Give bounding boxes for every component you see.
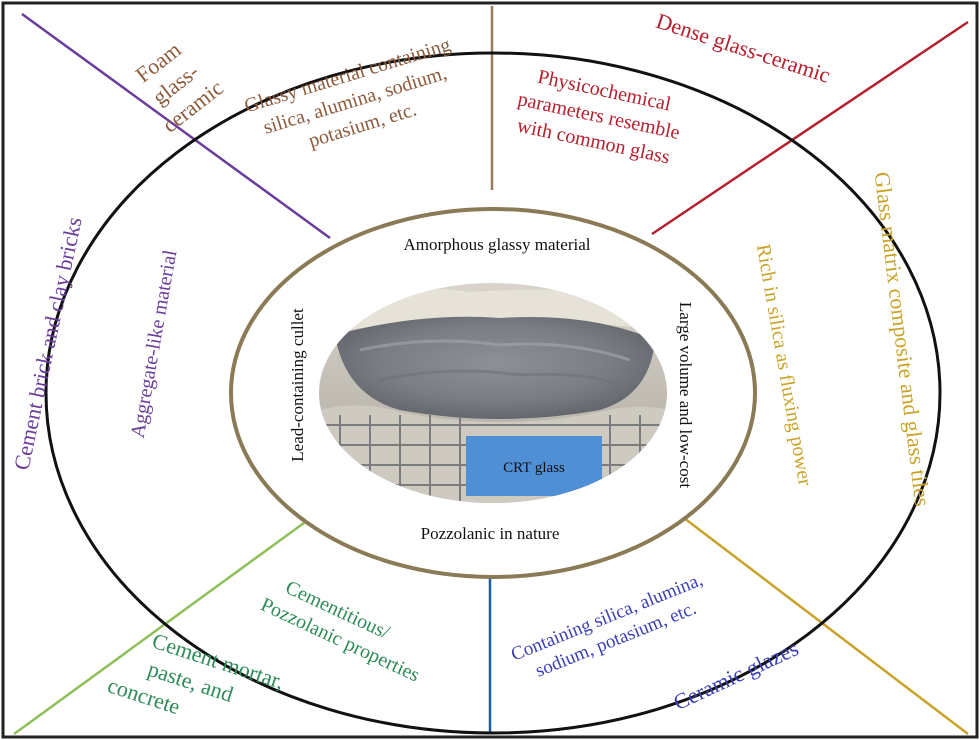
center-top-label: Amorphous glassy material xyxy=(404,235,591,254)
crt-glass-label: CRT glass xyxy=(503,460,565,476)
center-left-label: Lead-containing cullet xyxy=(288,308,307,462)
center-right-label: Large volume and low-cost xyxy=(676,302,695,488)
center-bottom-label: Pozzolanic in nature xyxy=(421,524,560,543)
